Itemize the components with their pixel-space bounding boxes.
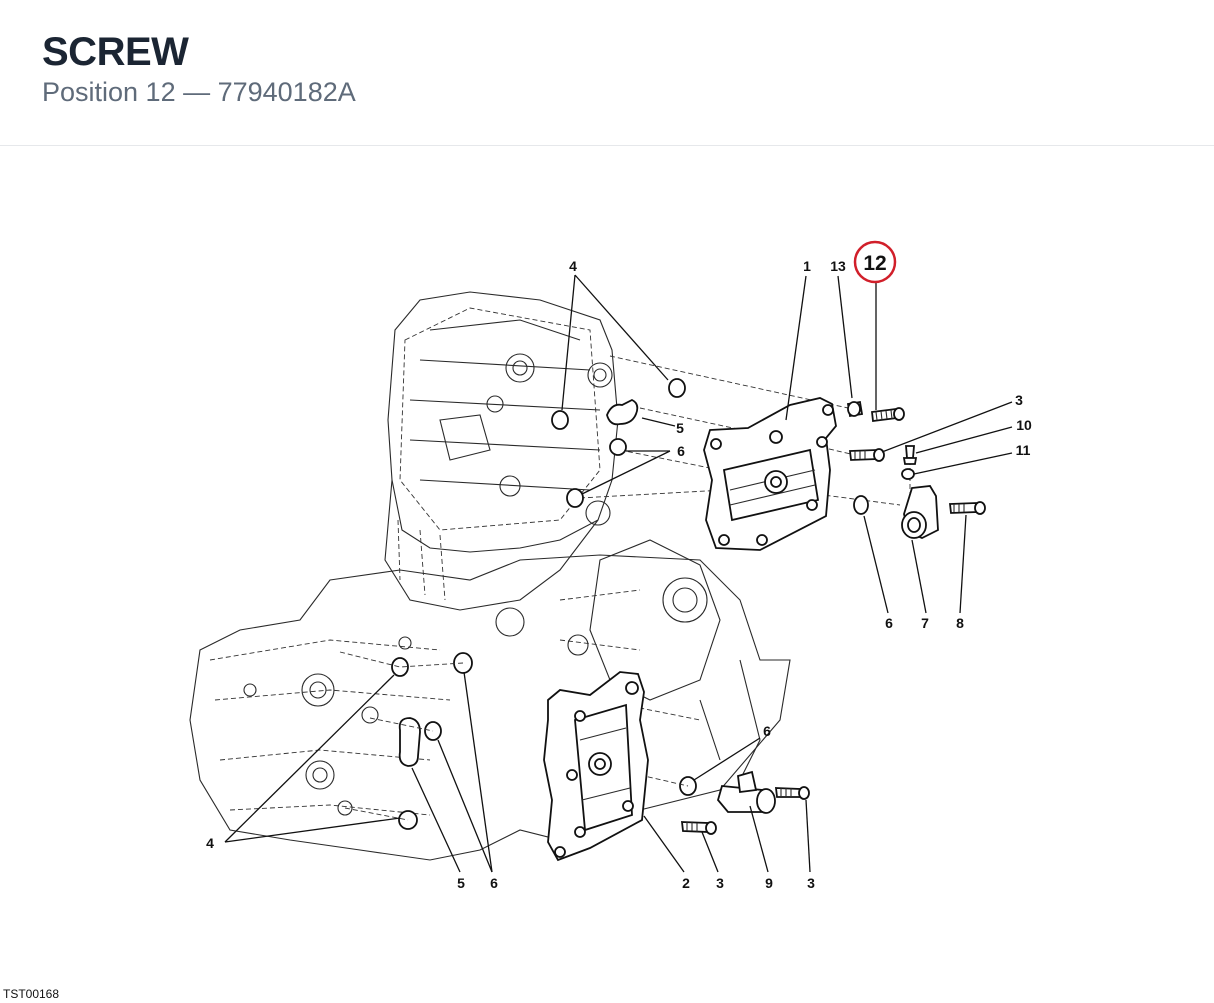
part-labels: 4 1 13 3 5 6 10 11 6 7 8 6 4 5 6 2 3 9 3: [206, 258, 1032, 891]
right-fittings: [853, 445, 986, 539]
top-seals: [551, 378, 686, 508]
label-3-bottom-b[interactable]: 3: [807, 875, 815, 891]
label-8[interactable]: 8: [956, 615, 964, 631]
drawing-code: TST00168: [3, 987, 60, 1001]
leader-lines: [224, 274, 1013, 873]
label-10[interactable]: 10: [1016, 417, 1032, 433]
label-5-top[interactable]: 5: [676, 420, 684, 436]
label-9[interactable]: 9: [765, 875, 773, 891]
label-4-bottom[interactable]: 4: [206, 835, 214, 851]
highlight-ring-12: [853, 240, 897, 284]
header: SCREW Position 12 — 77940182A: [0, 0, 1214, 146]
screw-position-12: [871, 407, 905, 423]
page-subtitle: Position 12 — 77940182A: [42, 77, 356, 107]
top-screws: [846, 400, 905, 462]
lower-cover-plate: [543, 671, 649, 862]
page-title: SCREW: [42, 30, 189, 74]
upper-cover-plate: [703, 397, 837, 551]
label-3-bottom-a[interactable]: 3: [716, 875, 724, 891]
lower-fittings: [680, 770, 810, 835]
label-11[interactable]: 11: [1016, 442, 1031, 458]
label-6-top[interactable]: 6: [677, 443, 685, 459]
label-4-top[interactable]: 4: [569, 258, 577, 274]
label-2[interactable]: 2: [682, 875, 690, 891]
label-7[interactable]: 7: [921, 615, 929, 631]
lower-seals: [339, 651, 697, 830]
label-6-low[interactable]: 6: [763, 723, 771, 739]
label-1[interactable]: 1: [803, 258, 811, 274]
engine-drawing: [189, 291, 791, 861]
label-6-mid[interactable]: 6: [885, 615, 893, 631]
label-12-highlighted[interactable]: 12: [863, 252, 886, 275]
label-3-top[interactable]: 3: [1015, 392, 1023, 408]
label-6-bottom[interactable]: 6: [490, 875, 498, 891]
label-5-bottom[interactable]: 5: [457, 875, 465, 891]
exploded-parts-diagram: 12 4 1 13 3 5 6 10 11 6 7 8 6 4 5 6 2 3 …: [189, 240, 1032, 891]
label-13[interactable]: 13: [830, 258, 846, 274]
